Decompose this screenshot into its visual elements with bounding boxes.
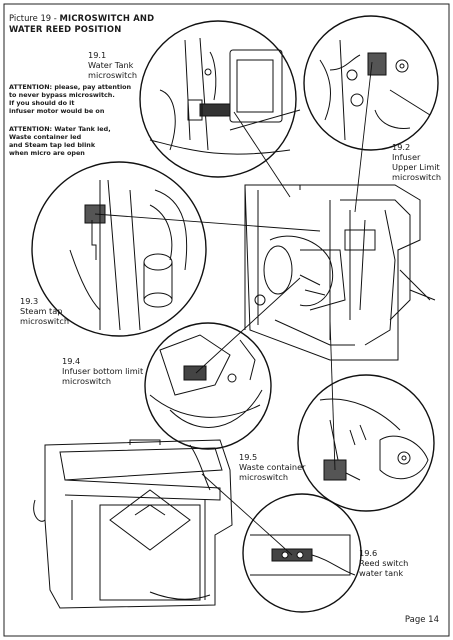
callout-19-4: 19.4 Infuser bottom limit microswitch	[62, 356, 144, 386]
warning-bypass: ATTENTION: please, pay attention to neve…	[9, 83, 132, 115]
detail-circle-19-2	[303, 15, 439, 151]
machine-side-view	[33, 439, 233, 609]
detail-circle-19-1	[139, 20, 301, 178]
warning-leds: ATTENTION: Water Tank led, Waste contain…	[9, 125, 111, 157]
page-frame	[3, 3, 450, 637]
callout-19-2: 19.2 Infuser Upper Limit microswitch	[392, 142, 442, 182]
page-title: Picture 19 - MICROSWITCH AND WATER REED …	[9, 13, 154, 34]
machine-main-view	[244, 184, 436, 361]
callout-19-1: 19.1 Water Tank microswitch	[88, 50, 138, 80]
callout-19-6: 19.6 Reed switch water tank	[359, 548, 409, 578]
detail-circle-19-5	[297, 374, 435, 512]
title-lead: Picture 19 -	[9, 13, 60, 23]
detail-circle-19-4	[144, 322, 272, 450]
detail-circle-19-6	[242, 493, 362, 613]
page-number: Page 14	[404, 615, 439, 625]
title-heading: MICROSWITCH AND WATER REED POSITION	[9, 13, 155, 34]
callout-19-5: 19.5 Waste container microswitch	[239, 452, 306, 482]
callout-19-3: 19.3 Steam tap microswitch	[20, 296, 70, 326]
leader-lines	[94, 61, 373, 556]
